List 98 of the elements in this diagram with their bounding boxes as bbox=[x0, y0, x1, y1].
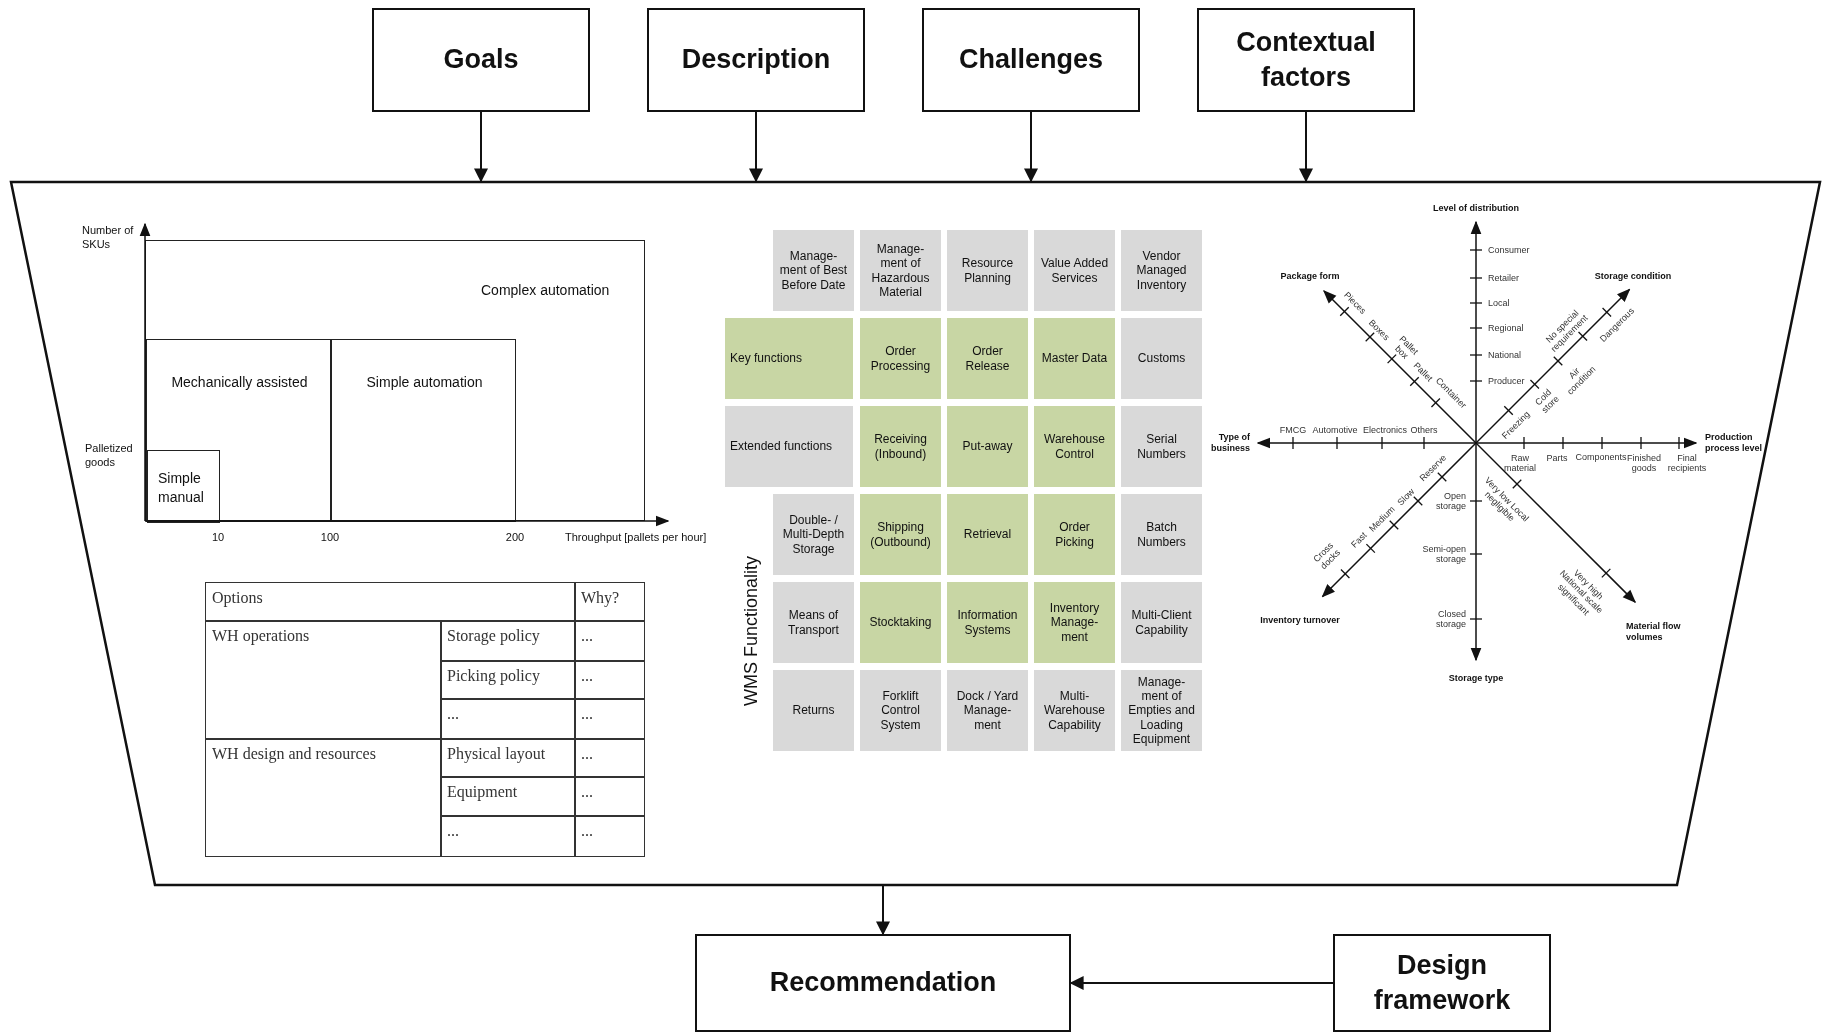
chart-region bbox=[331, 339, 516, 522]
table-cell: Options bbox=[205, 582, 576, 622]
chart-region bbox=[146, 339, 331, 522]
arrow bbox=[474, 111, 488, 183]
function-tile: Value Added Services bbox=[1034, 230, 1115, 311]
function-tile: Extended functions bbox=[725, 406, 853, 487]
axis-title: Level of distribution bbox=[1433, 203, 1519, 215]
function-tile: Order Processing bbox=[860, 318, 941, 399]
function-tile: Receiving (Inbound) bbox=[860, 406, 941, 487]
table-cell: ... bbox=[574, 660, 645, 700]
region-label: Mechanically assisted bbox=[170, 373, 309, 392]
chart-region bbox=[145, 240, 645, 521]
function-tile: Key functions bbox=[725, 318, 853, 399]
tick-label: Electronics bbox=[1363, 424, 1407, 436]
function-tile: Put-away bbox=[947, 406, 1028, 487]
table-cell: ... bbox=[574, 698, 645, 740]
arrow bbox=[1024, 111, 1038, 183]
table-cell: Picking policy bbox=[440, 660, 576, 700]
region-label: Complex automation bbox=[481, 281, 610, 300]
table-cell: ... bbox=[574, 815, 645, 857]
table-cell: ... bbox=[440, 698, 576, 740]
tick-label: Others bbox=[1410, 424, 1438, 436]
tick-label: Producer bbox=[1488, 375, 1525, 387]
function-tile: Dock / Yard Manage-ment bbox=[947, 670, 1028, 751]
axis-title: Storage type bbox=[1448, 673, 1504, 685]
tick-label: Parts bbox=[1546, 452, 1568, 464]
axis-label: Throughput [pallets per hour] bbox=[565, 529, 707, 545]
tick-label: Regional bbox=[1488, 322, 1524, 334]
axis-label: Number of SKUs bbox=[82, 222, 135, 252]
axis-title: WMS Functionality bbox=[740, 556, 762, 706]
function-tile: Customs bbox=[1121, 318, 1202, 399]
axis-label: Palletized goods bbox=[85, 440, 134, 470]
tick-label: 100 bbox=[320, 529, 340, 545]
axis-title: Material flow volumes bbox=[1626, 620, 1682, 644]
tick-label: Open storage bbox=[1434, 490, 1466, 512]
function-tile: Master Data bbox=[1034, 318, 1115, 399]
table-cell: WH design and resources bbox=[205, 738, 442, 857]
table-cell: Storage policy bbox=[440, 620, 576, 662]
function-tile: Manage-ment of Hazardous Material bbox=[860, 230, 941, 311]
process-box: Challenges bbox=[922, 8, 1140, 112]
table-cell: Equipment bbox=[440, 776, 576, 817]
function-tile: Forklift Control System bbox=[860, 670, 941, 751]
function-tile: Retrieval bbox=[947, 494, 1028, 575]
tick-label: Closed storage bbox=[1434, 608, 1466, 630]
chart-region bbox=[147, 450, 220, 523]
table-cell: ... bbox=[574, 776, 645, 817]
axis-title: Inventory turnover bbox=[1260, 615, 1340, 627]
process-box: Recommendation bbox=[695, 934, 1071, 1032]
axis-title: Production process level bbox=[1705, 431, 1764, 455]
function-tile: Order Release bbox=[947, 318, 1028, 399]
axis-title: Type of business bbox=[1210, 431, 1250, 455]
region-label: Simple automation bbox=[365, 373, 484, 392]
tick-label: Automotive bbox=[1312, 424, 1358, 436]
function-tile: Stocktaking bbox=[860, 582, 941, 663]
table-cell: WH operations bbox=[205, 620, 442, 740]
tick-label: National bbox=[1488, 349, 1522, 361]
function-tile: Manage-ment of Best Before Date bbox=[773, 230, 854, 311]
region-label: Simple manual bbox=[158, 469, 205, 507]
tick-label: Components bbox=[1575, 451, 1627, 463]
tick-label: Retailer bbox=[1488, 272, 1519, 284]
function-tile: Double- / Multi-Depth Storage bbox=[773, 494, 854, 575]
process-box: Contextual factors bbox=[1197, 8, 1415, 112]
function-tile: Multi-Client Capability bbox=[1121, 582, 1202, 663]
process-box: Design framework bbox=[1333, 934, 1551, 1032]
tick-label: 10 bbox=[211, 529, 225, 545]
tick-label: Raw material bbox=[1503, 452, 1537, 474]
table-cell: Why? bbox=[574, 582, 645, 622]
function-tile: Warehouse Control bbox=[1034, 406, 1115, 487]
function-tile: Resource Planning bbox=[947, 230, 1028, 311]
axis-title: Storage condition bbox=[1594, 271, 1672, 283]
tick-label: Consumer bbox=[1488, 244, 1530, 256]
function-tile: Shipping (Outbound) bbox=[860, 494, 941, 575]
function-tile: Means of Transport bbox=[773, 582, 854, 663]
process-box: Description bbox=[647, 8, 865, 112]
tick-label: FMCG bbox=[1279, 424, 1307, 436]
arrow bbox=[1069, 976, 1334, 990]
function-tile: Manage-ment of Empties and Loading Equipment bbox=[1121, 670, 1202, 751]
table-cell: ... bbox=[574, 738, 645, 778]
function-tile: Information Systems bbox=[947, 582, 1028, 663]
arrow bbox=[1299, 111, 1313, 183]
function-tile: Serial Numbers bbox=[1121, 406, 1202, 487]
tick-label: Semi-open storage bbox=[1421, 543, 1466, 565]
function-tile: Returns bbox=[773, 670, 854, 751]
table-cell: ... bbox=[440, 815, 576, 857]
function-tile: Batch Numbers bbox=[1121, 494, 1202, 575]
tick-label: Final recipients bbox=[1666, 452, 1707, 474]
process-box: Goals bbox=[372, 8, 590, 112]
tick-label: Local bbox=[1488, 297, 1510, 309]
axis-title: Package form bbox=[1280, 271, 1340, 283]
arrow bbox=[876, 885, 890, 936]
table-cell: ... bbox=[574, 620, 645, 662]
arrow bbox=[749, 111, 763, 183]
function-tile: Inventory Manage-ment bbox=[1034, 582, 1115, 663]
function-tile: Vendor Managed Inventory bbox=[1121, 230, 1202, 311]
table-cell: Physical layout bbox=[440, 738, 576, 778]
tick-label: 200 bbox=[505, 529, 525, 545]
function-tile: Order Picking bbox=[1034, 494, 1115, 575]
function-tile: Multi-Warehouse Capability bbox=[1034, 670, 1115, 751]
